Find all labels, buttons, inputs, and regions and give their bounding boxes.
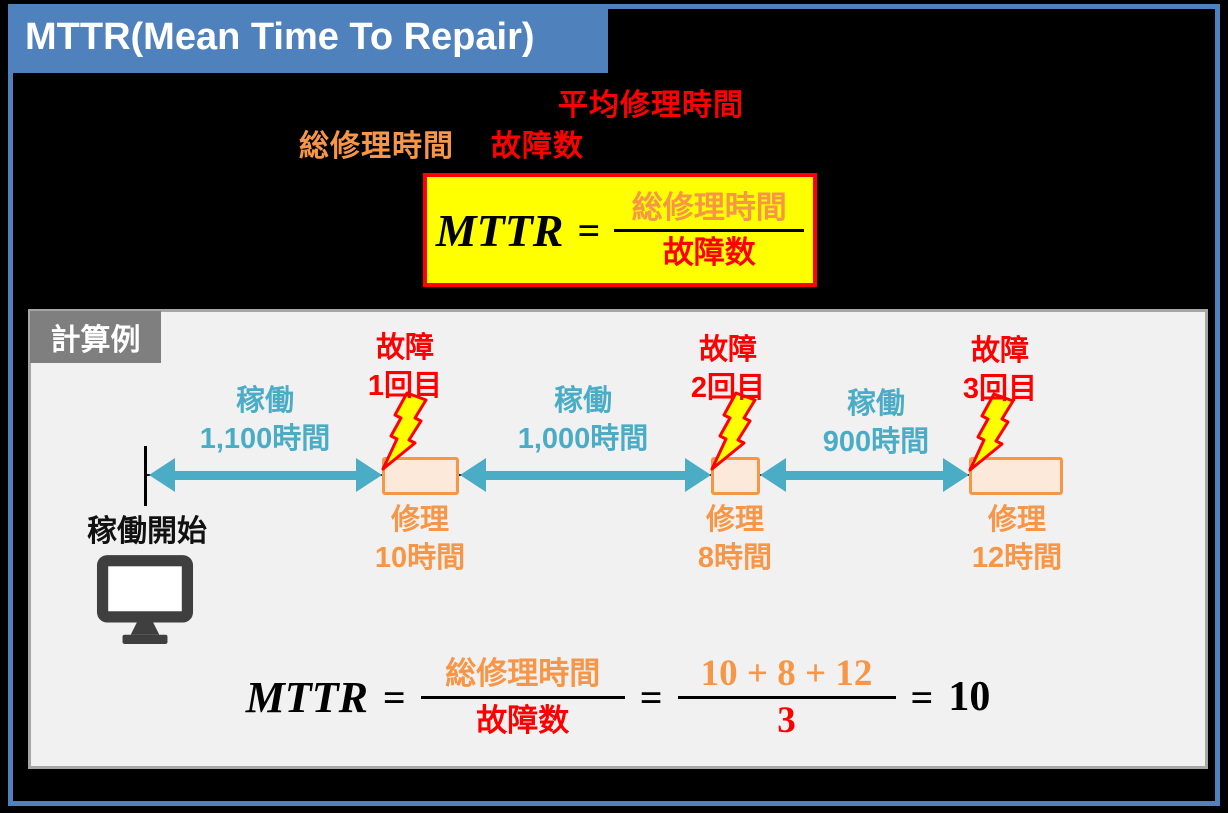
repair-hours: 10時間 [374, 542, 466, 574]
failure-word: 故障 [698, 334, 757, 366]
arrow-shaft [175, 470, 356, 480]
failure-label-1: 故障 1回目 [335, 329, 475, 405]
arrow-head-left-icon [149, 458, 175, 492]
formula-denominator: 故障数 [662, 234, 756, 270]
calc-result: 10 [948, 674, 991, 720]
operation-word: 稼働 [846, 388, 905, 420]
arrow-head-right-icon [685, 458, 711, 492]
operation-word: 稼働 [235, 385, 294, 417]
operation-hours: 900時間 [822, 426, 930, 458]
operation-hours: 1,000時間 [517, 423, 649, 455]
example-section-label: 計算例 [30, 311, 161, 363]
failure-ordinal: 1回目 [367, 370, 443, 402]
repair-box-3 [969, 457, 1063, 495]
mttr-formula-box: MTTR = 総修理時間 故障数 [423, 173, 817, 287]
example-panel [28, 309, 1208, 769]
formula-lhs: MTTR [435, 204, 564, 256]
operation-arrow-1 [149, 458, 382, 492]
repair-label-2: 修理 8時間 [645, 501, 825, 577]
timeline-start-tick [144, 446, 147, 506]
calc-fraction-symbolic: 総修理時間 故障数 [420, 652, 625, 743]
operation-word: 稼働 [553, 385, 612, 417]
intro-highlight-total-repair-time: 総修理時間 [299, 130, 454, 163]
operation-arrow-2 [460, 458, 711, 492]
operation-label-2: 稼働 1,000時間 [473, 382, 693, 458]
outer-frame [8, 4, 1220, 806]
failure-word: 故障 [375, 332, 434, 364]
title-banner: MTTR(Mean Time To Repair) [8, 4, 608, 73]
arrow-head-right-icon [943, 458, 969, 492]
calc-denominator-1: 故障数 [476, 702, 570, 738]
calc-lhs: MTTR [245, 672, 368, 722]
operation-label-1: 稼働 1,100時間 [155, 382, 375, 458]
arrow-shaft [486, 470, 685, 480]
fraction-bar [420, 695, 625, 699]
intro-highlight-average-repair-time: 平均修理時間 [558, 89, 744, 122]
operation-arrow-3 [760, 458, 969, 492]
calc-equals-3: = [910, 674, 934, 720]
formula-equals: = [577, 207, 601, 253]
arrow-head-left-icon [460, 458, 486, 492]
repair-word: 修理 [390, 504, 449, 536]
failure-ordinal: 3回目 [962, 373, 1038, 405]
fraction-bar [677, 695, 896, 699]
lightning-icon [968, 392, 1015, 472]
calc-equals-1: = [382, 674, 406, 720]
calc-fraction-numeric: 10 + 8 + 12 3 [677, 652, 896, 743]
calc-equals-2: = [639, 674, 663, 720]
intro-highlight-failure-count: 故障数 [491, 130, 584, 163]
arrow-shaft [786, 470, 943, 480]
repair-label-1: 修理 10時間 [330, 501, 510, 577]
operation-hours: 1,100時間 [199, 423, 331, 455]
lightning-icon [710, 391, 757, 471]
start-of-operation-label: 稼働開始 [87, 515, 207, 548]
page-title: MTTR(Mean Time To Repair) [25, 16, 535, 58]
formula-fraction: 総修理時間 故障数 [614, 187, 805, 274]
repair-label-3: 修理 12時間 [927, 501, 1107, 577]
arrow-head-right-icon [356, 458, 382, 492]
calc-numerator-2: 10 + 8 + 12 [700, 652, 873, 694]
repair-hours: 12時間 [971, 542, 1063, 574]
example-calculation-formula: MTTR = 総修理時間 故障数 = 10 + 8 + 12 3 = 10 [28, 640, 1208, 754]
repair-box-1 [382, 457, 459, 495]
failure-ordinal: 2回目 [690, 372, 766, 404]
formula-numerator: 総修理時間 [631, 189, 787, 225]
lightning-icon [381, 391, 428, 471]
calc-denominator-2: 3 [777, 699, 796, 741]
repair-hours: 8時間 [697, 542, 773, 574]
example-section-label-text: 計算例 [50, 324, 141, 357]
failure-label-3: 故障 3回目 [930, 332, 1070, 408]
repair-box-2 [711, 457, 760, 495]
repair-word: 修理 [705, 504, 764, 536]
failure-word: 故障 [970, 335, 1029, 367]
failure-label-2: 故障 2回目 [658, 331, 798, 407]
repair-word: 修理 [987, 504, 1046, 536]
arrow-head-left-icon [760, 458, 786, 492]
monitor-icon [96, 555, 194, 644]
fraction-bar [614, 228, 805, 232]
calc-numerator-1: 総修理時間 [445, 655, 601, 691]
operation-label-3: 稼働 900時間 [766, 385, 986, 461]
